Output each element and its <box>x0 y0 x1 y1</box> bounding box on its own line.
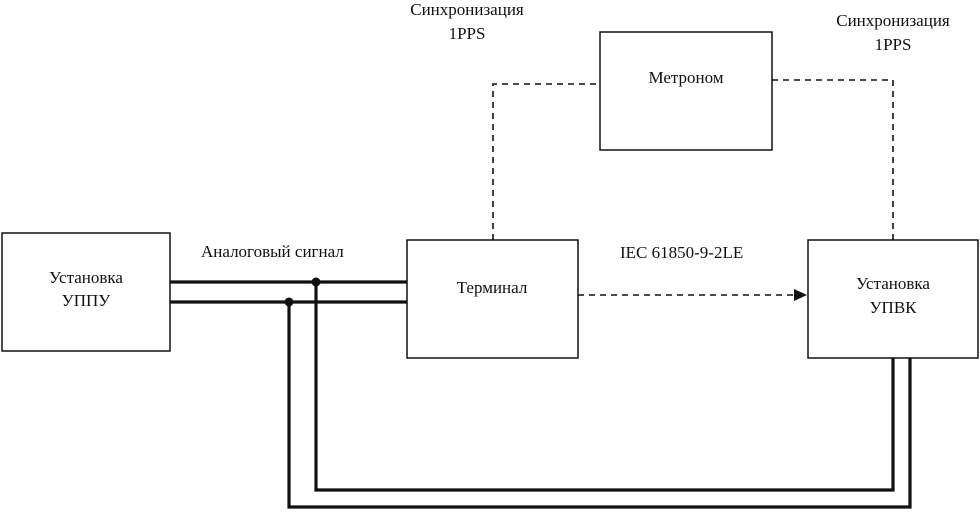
junction-node-lower <box>284 297 294 307</box>
block-upvk-frame <box>807 239 979 359</box>
block-terminal: Терминал <box>406 239 579 359</box>
analog-signal-label: Аналоговый сигнал <box>201 242 344 261</box>
sync-left-label-line1: Синхронизация <box>410 0 524 19</box>
block-upvk-line2: УПВК <box>870 298 918 317</box>
feedback-wire-inner <box>314 282 895 492</box>
sync-line-terminal-metronom <box>492 83 600 240</box>
block-metronom: Метроном <box>599 31 773 151</box>
feedback-wire-outer <box>287 302 912 509</box>
block-uppu: Установка УППУ <box>1 232 171 352</box>
sync-right-label-line1: Синхронизация <box>836 11 950 30</box>
sync-left-label-line2: 1PPS <box>449 24 486 43</box>
block-metronom-label: Метроном <box>648 68 723 87</box>
sync-line-metronom-upvk <box>772 79 894 240</box>
block-uppu-line1: Установка <box>49 268 123 287</box>
block-terminal-frame <box>406 239 579 359</box>
block-metronom-frame <box>599 31 773 151</box>
sync-right-label-line2: 1PPS <box>875 35 912 54</box>
iec-arrow-icon <box>794 289 807 301</box>
block-upvk: Установка УПВК <box>807 239 979 359</box>
block-upvk-line1: Установка <box>856 274 930 293</box>
block-terminal-label: Терминал <box>457 278 528 297</box>
block-uppu-frame <box>1 232 171 352</box>
block-uppu-line2: УППУ <box>62 291 112 310</box>
iec-protocol-label: IEC 61850-9-2LE <box>620 243 743 262</box>
junction-node-upper <box>311 277 321 287</box>
